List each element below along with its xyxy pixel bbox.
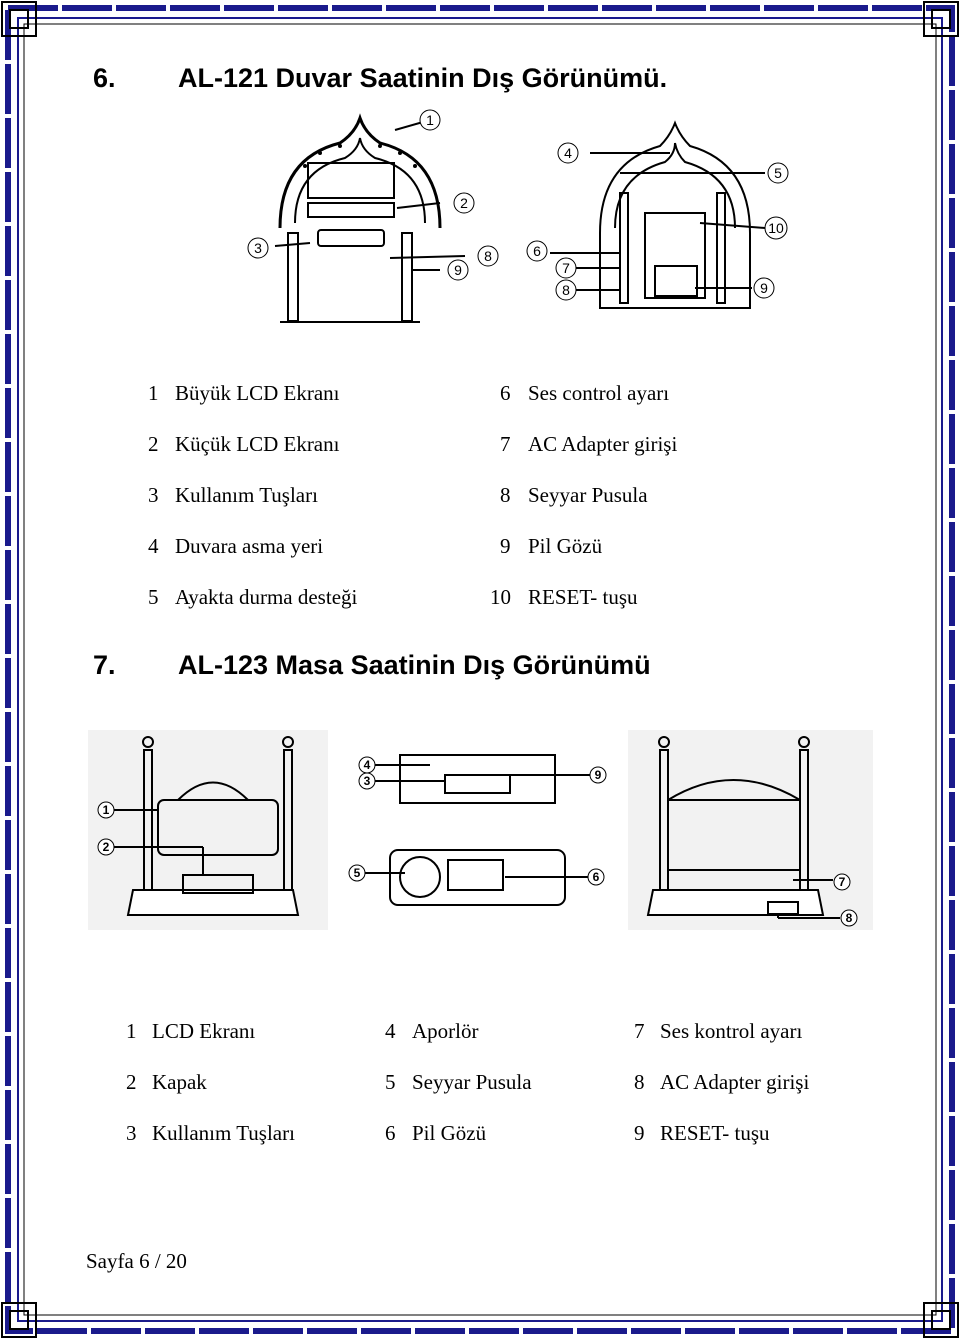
legend6-num: 5 (148, 585, 159, 609)
al121-callout-9: 9 (454, 262, 462, 278)
al123-front-diagram: 1 2 (88, 730, 328, 930)
al121-callout-2: 2 (460, 195, 468, 211)
al121-callout-8: 8 (484, 248, 492, 264)
al121b-callout-10: 10 (768, 220, 784, 236)
al123bk-callout-8: 8 (846, 911, 853, 925)
legend7-label: Kullanım Tuşları (152, 1121, 295, 1145)
legend7-label: Ses kontrol ayarı (660, 1019, 803, 1043)
al121b-callout-5: 5 (774, 165, 782, 181)
legend6-label: Duvara asma yeri (175, 534, 324, 558)
legend7-num: 8 (634, 1070, 645, 1094)
legend7-label: Pil Gözü (412, 1121, 487, 1145)
legend6-label: Büyük LCD Ekranı (175, 381, 340, 405)
legend6-label: Ses control ayarı (528, 381, 670, 405)
al123-callout-1: 1 (103, 803, 110, 817)
legend7-label: Aporlör (412, 1019, 479, 1043)
legend7-num: 6 (385, 1121, 396, 1145)
legend6-num: 8 (500, 483, 511, 507)
al121-callout-3: 3 (254, 240, 262, 256)
al121-front-diagram: 1 2 3 8 9 (247, 109, 499, 323)
legend6-num: 1 (148, 381, 159, 405)
legend7-num: 5 (385, 1070, 396, 1094)
legend7-label: LCD Ekranı (152, 1019, 256, 1043)
legend6-label: Ayakta durma desteği (175, 585, 358, 609)
legend7-label: AC Adapter girişi (660, 1070, 810, 1094)
legend7-num: 9 (634, 1121, 645, 1145)
legend6-label: Pil Gözü (528, 534, 603, 558)
legend6-num: 6 (500, 381, 511, 405)
legend7-num: 3 (126, 1121, 137, 1145)
legend6-label: Kullanım Tuşları (175, 483, 318, 507)
legend6-num: 4 (148, 534, 159, 558)
al121b-callout-6: 6 (533, 243, 541, 259)
legend7-num: 2 (126, 1070, 137, 1094)
legend6-num: 2 (148, 432, 159, 456)
legend6-label: Küçük LCD Ekranı (175, 432, 340, 456)
legend6-label: RESET- tuşu (528, 585, 638, 609)
legend6-num: 7 (500, 432, 511, 456)
al121b-callout-4: 4 (564, 145, 572, 161)
legend7-num: 7 (634, 1019, 645, 1043)
legend6-label: AC Adapter girişi (528, 432, 678, 456)
legend6-label: Seyyar Pusula (528, 483, 648, 507)
al121b-callout-8: 8 (562, 282, 570, 298)
al123-back-diagram: 7 8 (628, 730, 873, 930)
al123b-callout-6: 6 (593, 870, 600, 884)
al123t-callout-3: 3 (364, 774, 371, 788)
al123-top-bottom-diagram: 4 3 9 5 6 (348, 754, 607, 906)
legend7-label: Kapak (152, 1070, 207, 1094)
al123t-callout-4: 4 (364, 758, 371, 772)
section-7-title: AL-123 Masa Saatinin Dış Görünümü (178, 650, 651, 680)
legend7-label: Seyyar Pusula (412, 1070, 532, 1094)
legend6-num: 9 (500, 534, 511, 558)
legend7-num: 4 (385, 1019, 396, 1043)
section-6-title: AL-121 Duvar Saatinin Dış Görünümü. (178, 63, 668, 93)
section-6-number: 6. (93, 63, 116, 93)
al123b-callout-5: 5 (354, 866, 361, 880)
legend7-num: 1 (126, 1019, 137, 1043)
al121-back-diagram: 4 5 10 6 7 8 9 (526, 120, 789, 309)
section-7-number: 7. (93, 650, 116, 680)
al123-callout-2: 2 (103, 840, 110, 854)
al123t-callout-9: 9 (595, 768, 602, 782)
al121b-callout-9: 9 (760, 280, 768, 296)
al121b-callout-7: 7 (562, 260, 570, 276)
al121-callout-1: 1 (426, 112, 434, 128)
legend6-num: 3 (148, 483, 159, 507)
legend7-label: RESET- tuşu (660, 1121, 770, 1145)
al123bk-callout-7: 7 (839, 875, 846, 889)
page-number: Sayfa 6 / 20 (86, 1249, 187, 1273)
legend6-num: 10 (490, 585, 511, 609)
